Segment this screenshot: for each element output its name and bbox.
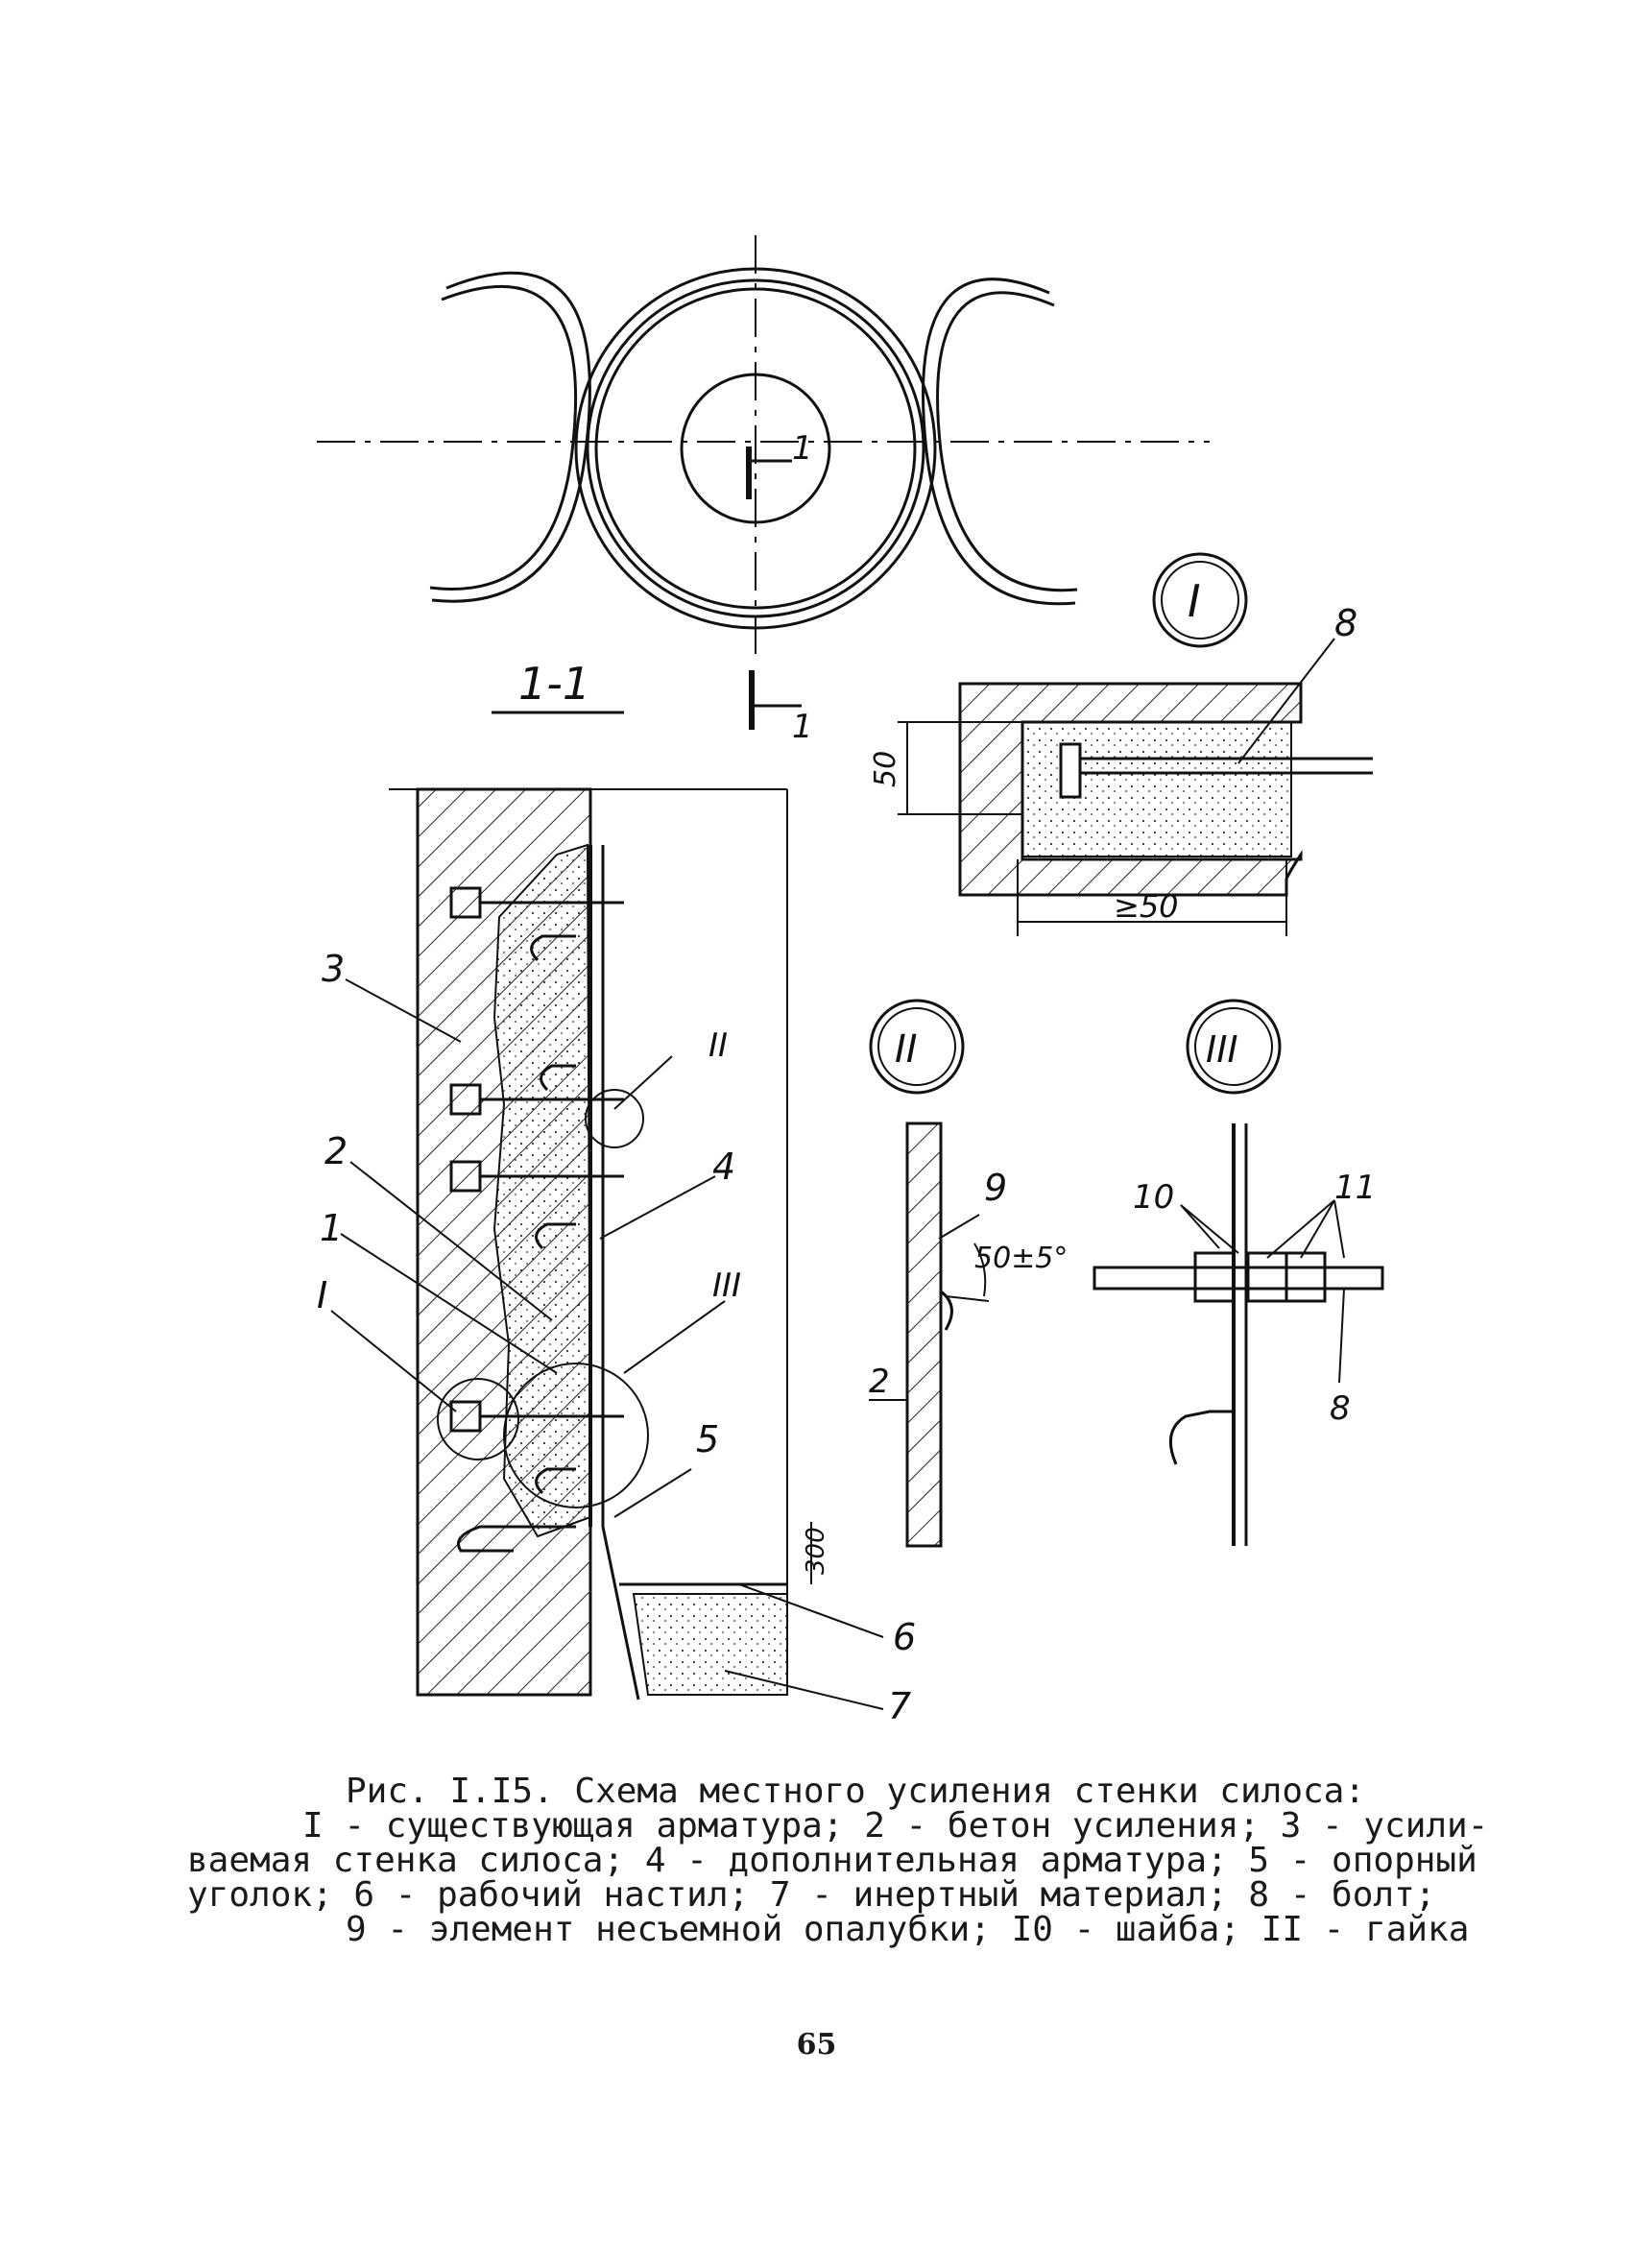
callout-4: 4: [712, 1146, 735, 1188]
main-section: [389, 787, 812, 1701]
callout-2: 2: [324, 1130, 348, 1172]
svg-text:1: 1: [792, 708, 813, 746]
caption-line-4: уголок; 6 - рабочий настил; 7 - инертный…: [187, 1875, 1436, 1915]
detail-III-callout-11: 11: [1334, 1169, 1376, 1207]
callout-1: 1: [320, 1207, 343, 1249]
caption-line-3: ваемая стенка силоса; 4 - дополнительная…: [187, 1841, 1477, 1880]
detail-II-callout-2: 2: [869, 1363, 890, 1401]
node-label-III: III: [1206, 1028, 1238, 1071]
figure-caption: Рис. I.I5. Схема местного усиления стенк…: [187, 1772, 1489, 1949]
callout-I: I: [317, 1274, 327, 1316]
silo-plan: [317, 235, 1210, 663]
detail-III-callout-10: 10: [1133, 1178, 1174, 1217]
detail-II-callout-9: 9: [984, 1167, 1007, 1209]
detail-III: III: [1093, 999, 1384, 1546]
detail-III-callout-8: 8: [1330, 1389, 1351, 1428]
callout-3: 3: [322, 948, 345, 990]
dim-50: 50: [869, 751, 902, 787]
detail-II: II: [869, 999, 990, 1548]
section-mark-top: 1: [792, 429, 813, 468]
dim-300: 300: [802, 1527, 830, 1575]
main-section-callouts: [330, 978, 884, 1710]
callout-II: II: [708, 1026, 728, 1065]
caption-line-5: 9 - элемент несъемной опалубки; I0 - шай…: [346, 1910, 1470, 1949]
section-title: 1-1 1: [492, 658, 813, 746]
detail-I-callout-8: 8: [1334, 602, 1357, 644]
callout-5: 5: [696, 1418, 719, 1460]
callout-6: 6: [893, 1616, 916, 1658]
detail-I: I: [898, 552, 1373, 936]
callout-III: III: [712, 1267, 741, 1305]
svg-text:1-1: 1-1: [518, 658, 590, 710]
callout-7: 7: [888, 1685, 911, 1727]
caption-line-1: Рис. I.I5. Схема местного усиления стенк…: [346, 1772, 1366, 1811]
dim-angle: 50±5°: [974, 1242, 1068, 1275]
caption-line-2: I - существующая арматура; 2 - бетон уси…: [302, 1806, 1489, 1846]
dim-ge50: ≥50: [1114, 888, 1179, 925]
page-number: 65: [796, 2028, 837, 2062]
node-label-I: I: [1188, 575, 1201, 627]
node-label-II: II: [895, 1027, 918, 1072]
